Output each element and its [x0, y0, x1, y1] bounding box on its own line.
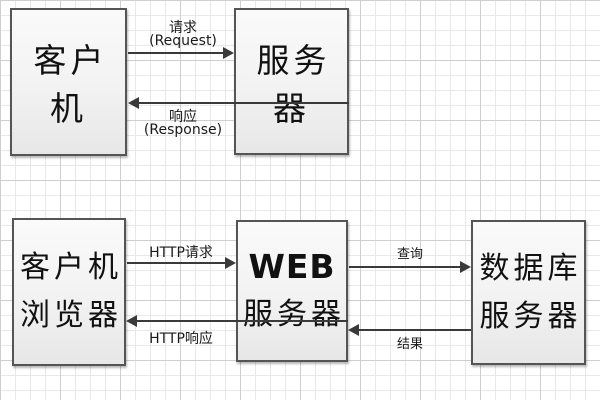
client-box-label: 客户机	[33, 41, 108, 128]
web-server-box: WEB 服务器	[236, 220, 348, 362]
result-label: 结果	[396, 337, 424, 352]
db-server-box-line2: 服务器	[479, 298, 582, 334]
request-arrow	[128, 47, 234, 59]
db-server-box: 数据库 服务器	[471, 220, 586, 365]
query-label: 查询	[396, 247, 424, 262]
http-request-label: HTTP请求	[149, 245, 213, 261]
request-label-cn: 请求	[169, 20, 197, 36]
server-box-label: 服务器	[256, 40, 331, 128]
browser-box-line2: 浏览器	[20, 298, 122, 333]
result-arrow	[348, 324, 471, 336]
db-server-box-line1: 数据库	[479, 250, 582, 286]
response-label-en: (Response)	[143, 122, 223, 138]
http-response-label: HTTP响应	[149, 331, 213, 347]
browser-box-line1: 客户机	[20, 250, 122, 285]
response-label-cn: 响应	[169, 109, 197, 125]
http-request-arrow	[127, 257, 236, 269]
server-box: 服务器	[234, 8, 349, 155]
browser-box: 客户机 浏览器	[12, 218, 126, 366]
query-arrow	[349, 261, 471, 273]
web-server-box-line2: 服务器	[243, 297, 345, 332]
response-arrow	[128, 97, 349, 109]
client-box: 客户机	[10, 8, 127, 156]
web-server-box-line1: WEB	[248, 247, 336, 286]
http-response-arrow	[126, 315, 348, 327]
request-label-en: (Request)	[149, 33, 217, 49]
